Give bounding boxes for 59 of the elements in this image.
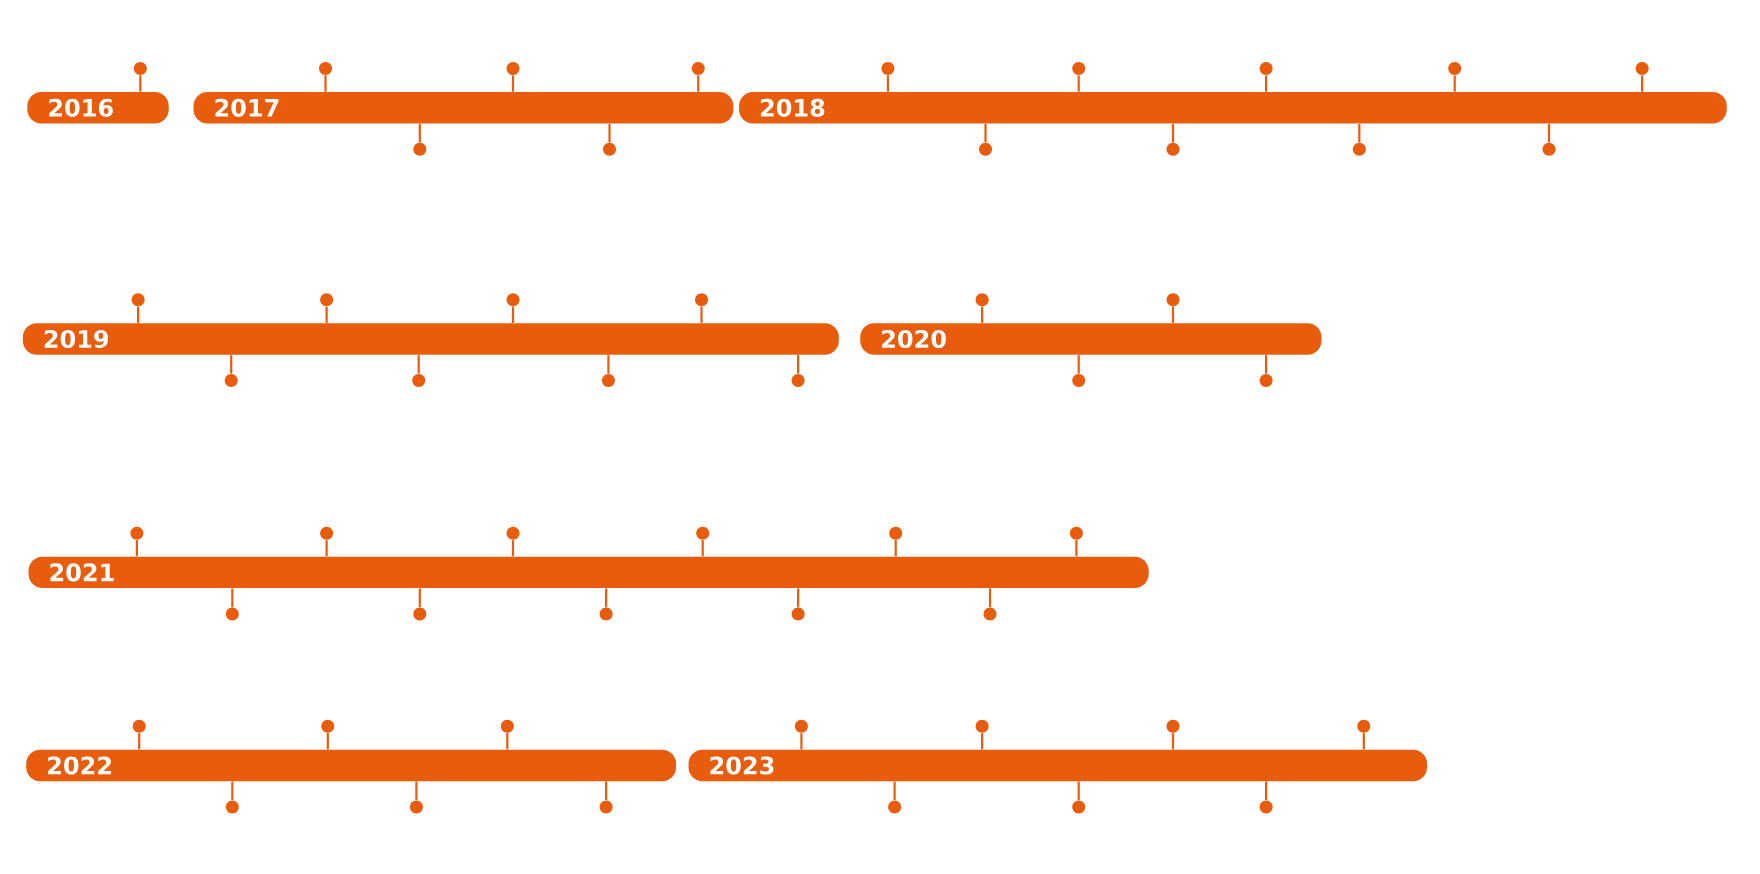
pin-stem [415,781,418,801]
pin-stem [894,540,897,557]
pin-stem [1641,75,1644,92]
pin-stem [984,123,987,143]
pin-stem [325,306,328,323]
pin-stem [1265,75,1268,92]
pin-stem [981,733,984,750]
pin-stem [797,588,800,608]
pin-stem [605,588,608,608]
pin-stem [511,75,515,92]
pin-stem [605,781,608,801]
pin-stem [1075,540,1078,557]
pin-stem [1171,123,1175,143]
pin-stem [417,355,420,374]
pin-stem [418,588,421,608]
pin-stem [1265,355,1268,374]
pin-stem [139,75,142,92]
pin-stem [324,75,327,92]
pin-stem [418,123,421,143]
pin-stem [511,306,515,323]
pin-stem [230,355,233,374]
pin-stem [138,733,141,750]
pin-stem [1077,75,1080,92]
timeline-bar: 2021 [28,556,1149,589]
pin-stem [1171,733,1175,750]
pin-stem [1077,355,1080,374]
pin-stem [886,75,889,92]
pin-stem [1453,75,1456,92]
timeline-bar: 2018 [739,92,1727,124]
pin-stem [981,306,984,323]
pin-stem [506,733,509,750]
pin-stem [1171,306,1175,323]
pin-stem [231,781,234,801]
pin-stem [797,355,800,374]
timeline-bar: 2023 [688,749,1428,782]
pin-stem [988,588,992,608]
pin-stem [325,540,328,557]
pin-stem [800,733,803,750]
pin-stem [697,75,700,92]
pin-stem [231,588,234,608]
pin-stem [700,306,703,323]
pin-stem [607,355,610,374]
pin-stem [893,781,896,801]
timeline-bar: 2020 [860,323,1322,355]
timeline-bar: 2017 [193,92,734,124]
timeline-bar: 2022 [26,749,677,782]
pin-stem [135,540,138,557]
timeline-bar: 2016 [27,92,169,124]
pin-stem [1265,781,1268,801]
timeline-bar: 2019 [22,323,839,355]
pin-stem [1547,123,1551,143]
pin-stem [137,306,140,323]
pin-stem [1362,733,1365,750]
pin-stem [326,733,329,750]
pin-stem [511,540,515,557]
pin-stem [608,123,611,143]
pin-stem [1358,123,1361,143]
pin-stem [701,540,704,557]
pin-stem [1077,781,1080,801]
